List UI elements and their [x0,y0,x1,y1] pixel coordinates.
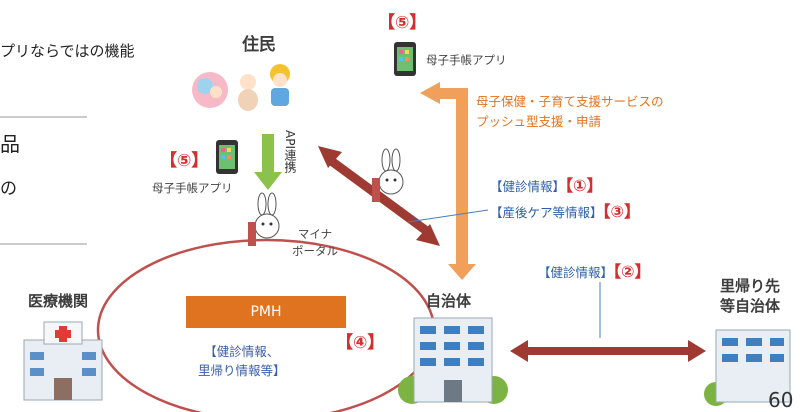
pmh-note: 【健診情報、 里帰り情報等】 [198,342,286,380]
info-1: 【健診情報】【①】 [490,172,603,196]
info-2: 【健診情報】【②】 [538,258,651,282]
push-service-arrow [420,82,476,280]
top-app-number: 【⑤】 [378,13,427,33]
resident-family-illustration [192,64,290,111]
municipality-hometown-arrow [510,340,706,362]
hometown-title-line2: 等自治体 [720,297,781,315]
portal-label-line2: ポータル [292,244,338,258]
info-2-number: 【②】 [613,262,651,281]
api-arrow [254,134,282,190]
slide-text-line3: の [0,179,17,199]
info-3: 【産後ケア等情報】【③】 [490,198,640,222]
hometown-municipality-title: 里帰り先 等自治体 [720,276,780,316]
portal-label-line1: マイナ [297,227,333,241]
api-link-label: API連携 [283,130,297,173]
info-2-label: 【健診情報】 [538,265,614,280]
info-3-number: 【③】 [602,202,641,221]
hometown-building-icon [704,329,791,406]
push-service-note: 母子保健・子育て支援サービスの プッシュ型支援・申請 [476,92,664,132]
hometown-title-line1: 里帰り先 [720,277,781,295]
left-app-number: 【⑤】 [160,151,209,171]
medical-institution-title: 医療機関 [28,292,89,310]
pmh-box: PMH [186,296,346,328]
pmh-note-line1: 【健診情報、 [204,344,280,359]
push-service-line2: プッシュ型支援・申請 [476,114,602,129]
pmh-number: 【④】 [336,333,385,353]
phone-icon-top [394,42,416,76]
slide-text-line1: プリならではの機能 [0,42,135,60]
mascot-rabbit-1 [372,148,404,202]
hospital-building-icon [23,321,103,401]
pmh-note-line2: 里帰り情報等】 [198,363,286,378]
push-service-line1: 母子保健・子育て支援サービスの [476,94,664,109]
mascot-rabbit-2 [248,192,280,246]
municipality-title: 自治体 [426,292,472,310]
info-1-label: 【健診情報】 [490,179,566,194]
slide-text-line2: 品 [0,132,20,156]
left-app-label: 母子手帳アプリ [152,181,233,195]
residents-title: 住民 [242,35,276,55]
info-callout-line-1 [407,209,489,223]
top-app-label: 母子手帳アプリ [426,53,507,67]
info-1-number: 【①】 [565,176,603,195]
info-3-label: 【産後ケア等情報】 [490,205,603,220]
municipality-building-icon [398,317,508,404]
portal-label: マイナ ポータル [292,226,338,260]
phone-icon-left [216,140,238,174]
page-number: 60 [768,388,794,412]
